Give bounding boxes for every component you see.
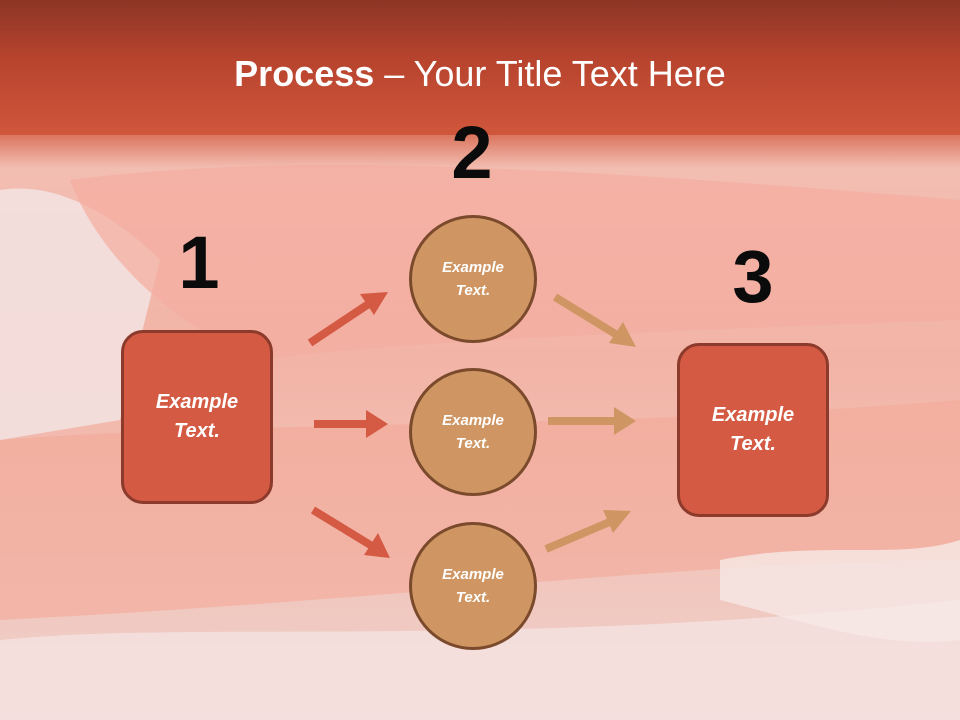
step-number-1: 1 — [178, 221, 220, 304]
arrow-from-bottom-head — [603, 510, 631, 533]
arrow-to-top — [307, 299, 373, 347]
circle-middle[interactable]: Example Text. — [409, 368, 537, 496]
step-1-box[interactable]: Example Text. — [121, 330, 273, 504]
arrow-from-top-head — [609, 322, 636, 347]
arrow-to-bottom — [310, 506, 375, 550]
arrow-from-bottom — [544, 517, 614, 553]
step-1-label: Example Text. — [155, 391, 239, 442]
arrow-to-bottom-head — [364, 533, 390, 558]
arrow-to-middle-head — [366, 410, 388, 438]
step-number-2: 2 — [451, 111, 493, 194]
circle-top-label: Example Text. — [442, 259, 504, 299]
step-number-3: 3 — [732, 235, 774, 318]
arrow-to-top-head — [360, 292, 388, 315]
header-band — [0, 0, 960, 135]
arrow-from-top — [552, 293, 620, 339]
circle-bottom-label: Example Text. — [442, 566, 504, 606]
slide-title[interactable]: Process – Your Title Text Here — [0, 52, 960, 96]
circle-middle-label: Example Text. — [442, 412, 504, 452]
arrow-from-middle-head — [614, 407, 636, 435]
header-fade — [0, 128, 960, 168]
step-3-label: Example Text. — [711, 404, 795, 455]
circle-bottom[interactable]: Example Text. — [409, 522, 537, 650]
title-bold: Process — [234, 53, 375, 94]
title-rest: – Your Title Text Here — [374, 53, 726, 94]
step-3-box[interactable]: Example Text. — [677, 343, 829, 517]
circle-top[interactable]: Example Text. — [409, 215, 537, 343]
